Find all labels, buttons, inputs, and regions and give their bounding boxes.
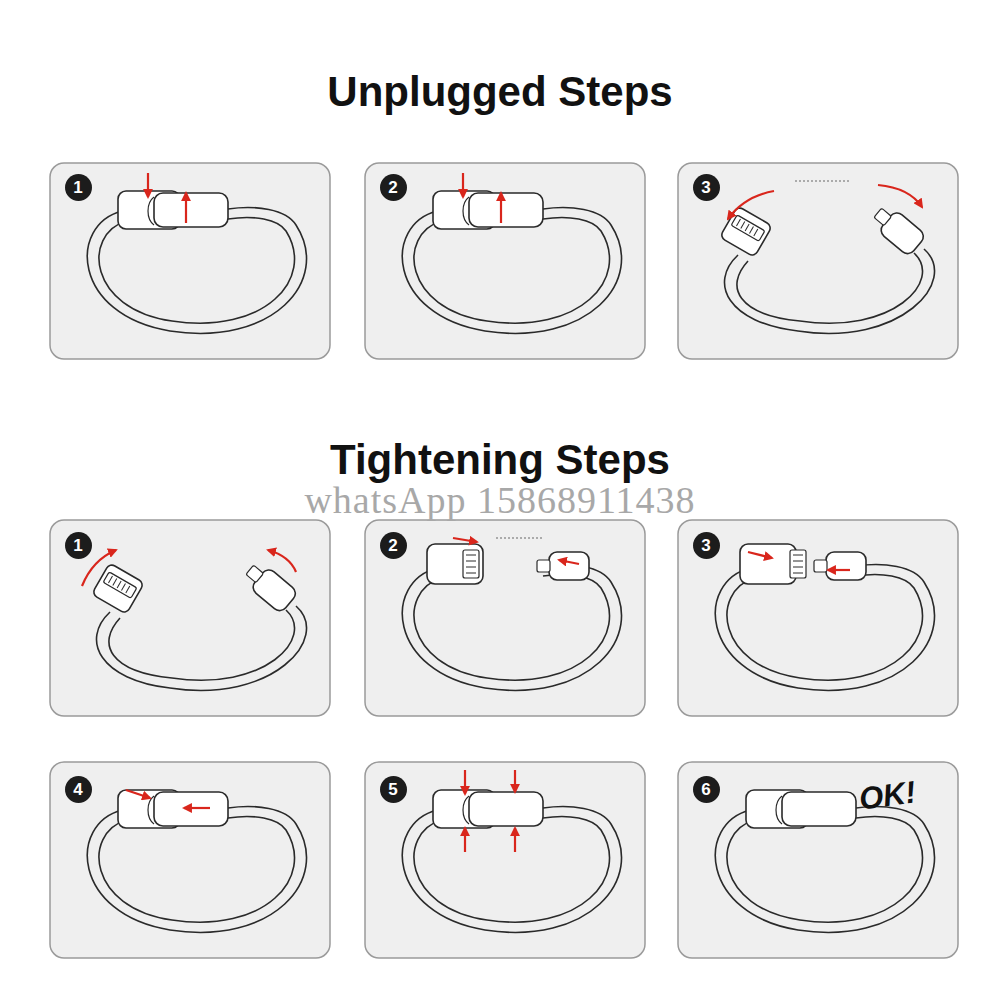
watermark: whatsApp 15868911438: [304, 478, 695, 522]
step-number-text: 2: [388, 179, 397, 196]
cable-bracelet: [402, 770, 621, 932]
step-panel: [50, 520, 330, 716]
step-panel: [50, 762, 330, 958]
section-heading: Unplugged Steps: [327, 68, 672, 116]
step-number-text: 4: [73, 781, 82, 798]
section-heading: Tightening Steps: [330, 436, 670, 484]
step-number-text: 3: [701, 179, 710, 196]
step-number: 5: [380, 776, 407, 803]
step-number: 6: [693, 776, 720, 803]
cable-bracelet: [87, 790, 306, 932]
cable-bracelet: [715, 544, 934, 690]
step-panel: [678, 762, 958, 958]
step-panel: [365, 163, 645, 359]
step-number-text: 3: [701, 537, 710, 554]
step-number: 1: [65, 174, 92, 201]
step-number: 2: [380, 532, 407, 559]
step-number: 3: [693, 532, 720, 559]
step-number-text: 1: [73, 179, 82, 196]
step-panel: [365, 520, 645, 716]
step-number: 2: [380, 174, 407, 201]
cable-bracelet: [720, 180, 935, 333]
step-panel: [678, 163, 958, 359]
step-number: 1: [65, 532, 92, 559]
step-number: 3: [693, 174, 720, 201]
step-number: 4: [65, 776, 92, 803]
step-number-text: 1: [73, 537, 82, 554]
step-number-text: 2: [388, 537, 397, 554]
step-panel: [50, 163, 330, 359]
step-panel: [365, 762, 645, 958]
step-number-text: 5: [388, 781, 397, 798]
step-number-text: 6: [701, 781, 710, 798]
step-panel: [678, 520, 958, 716]
cable-bracelet: [82, 550, 307, 690]
cable-bracelet: [402, 537, 621, 690]
cable-bracelet: [87, 173, 306, 333]
cable-bracelet: [402, 173, 621, 333]
